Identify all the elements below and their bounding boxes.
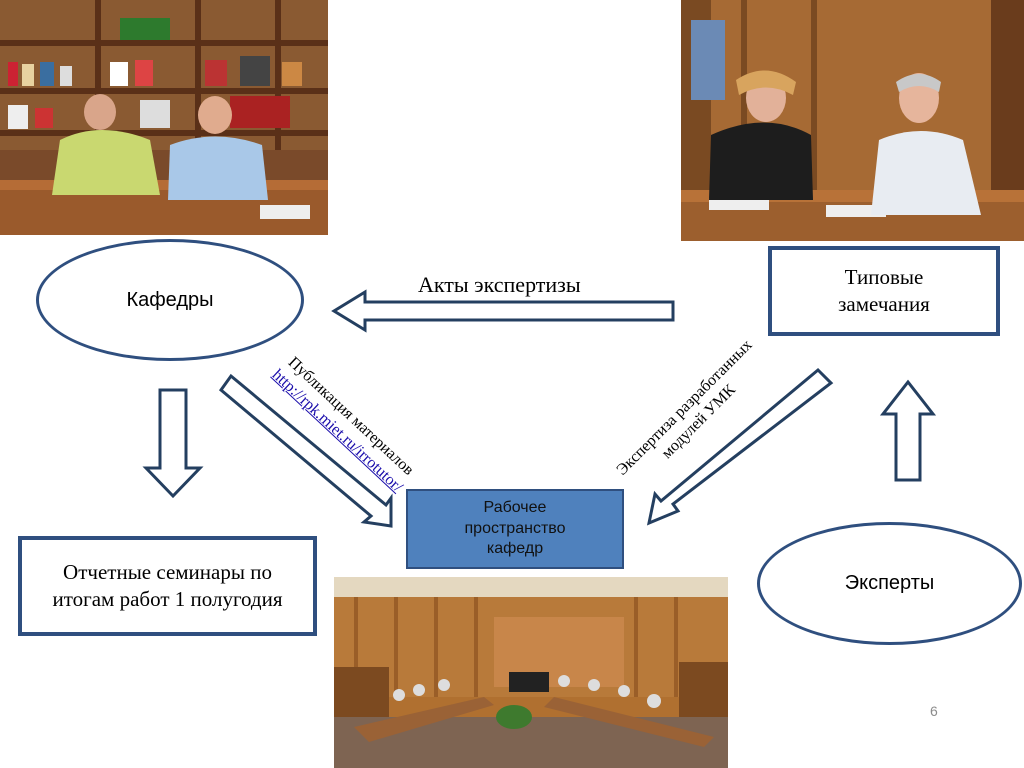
node-kafedry-label: Кафедры xyxy=(126,288,214,311)
node-tipovye-zamechaniya: Типовые замечания xyxy=(768,246,1000,336)
arrow-publikaciya xyxy=(218,373,393,528)
photo-library-meeting xyxy=(0,0,328,235)
arrow-akty xyxy=(331,289,675,333)
node-workspace-label: Рабочее пространство кафедр xyxy=(464,498,566,558)
label-akty-ekspertizy: Акты экспертизы xyxy=(418,272,581,297)
node-rabochee-prostranstvo: Рабочее пространство кафедр xyxy=(406,489,624,569)
page-number: 6 xyxy=(930,703,938,719)
arrow-ekspertiza xyxy=(646,367,834,526)
node-eksperty: Эксперты xyxy=(757,522,1022,645)
arrow-up-tipovye xyxy=(879,379,937,482)
node-eksperty-label: Эксперты xyxy=(844,572,935,594)
node-kafedry: Кафедры xyxy=(36,239,304,361)
node-seminary-label: Отчетные семинары по итогам работ 1 полу… xyxy=(52,559,283,611)
photo-experts-meeting xyxy=(681,0,1024,241)
photo-conference-hall xyxy=(334,577,728,768)
node-seminary: Отчетные семинары по итогам работ 1 полу… xyxy=(18,536,317,636)
arrow-down-seminars xyxy=(142,388,204,499)
node-tipovye-label: Типовые замечания xyxy=(838,264,930,316)
